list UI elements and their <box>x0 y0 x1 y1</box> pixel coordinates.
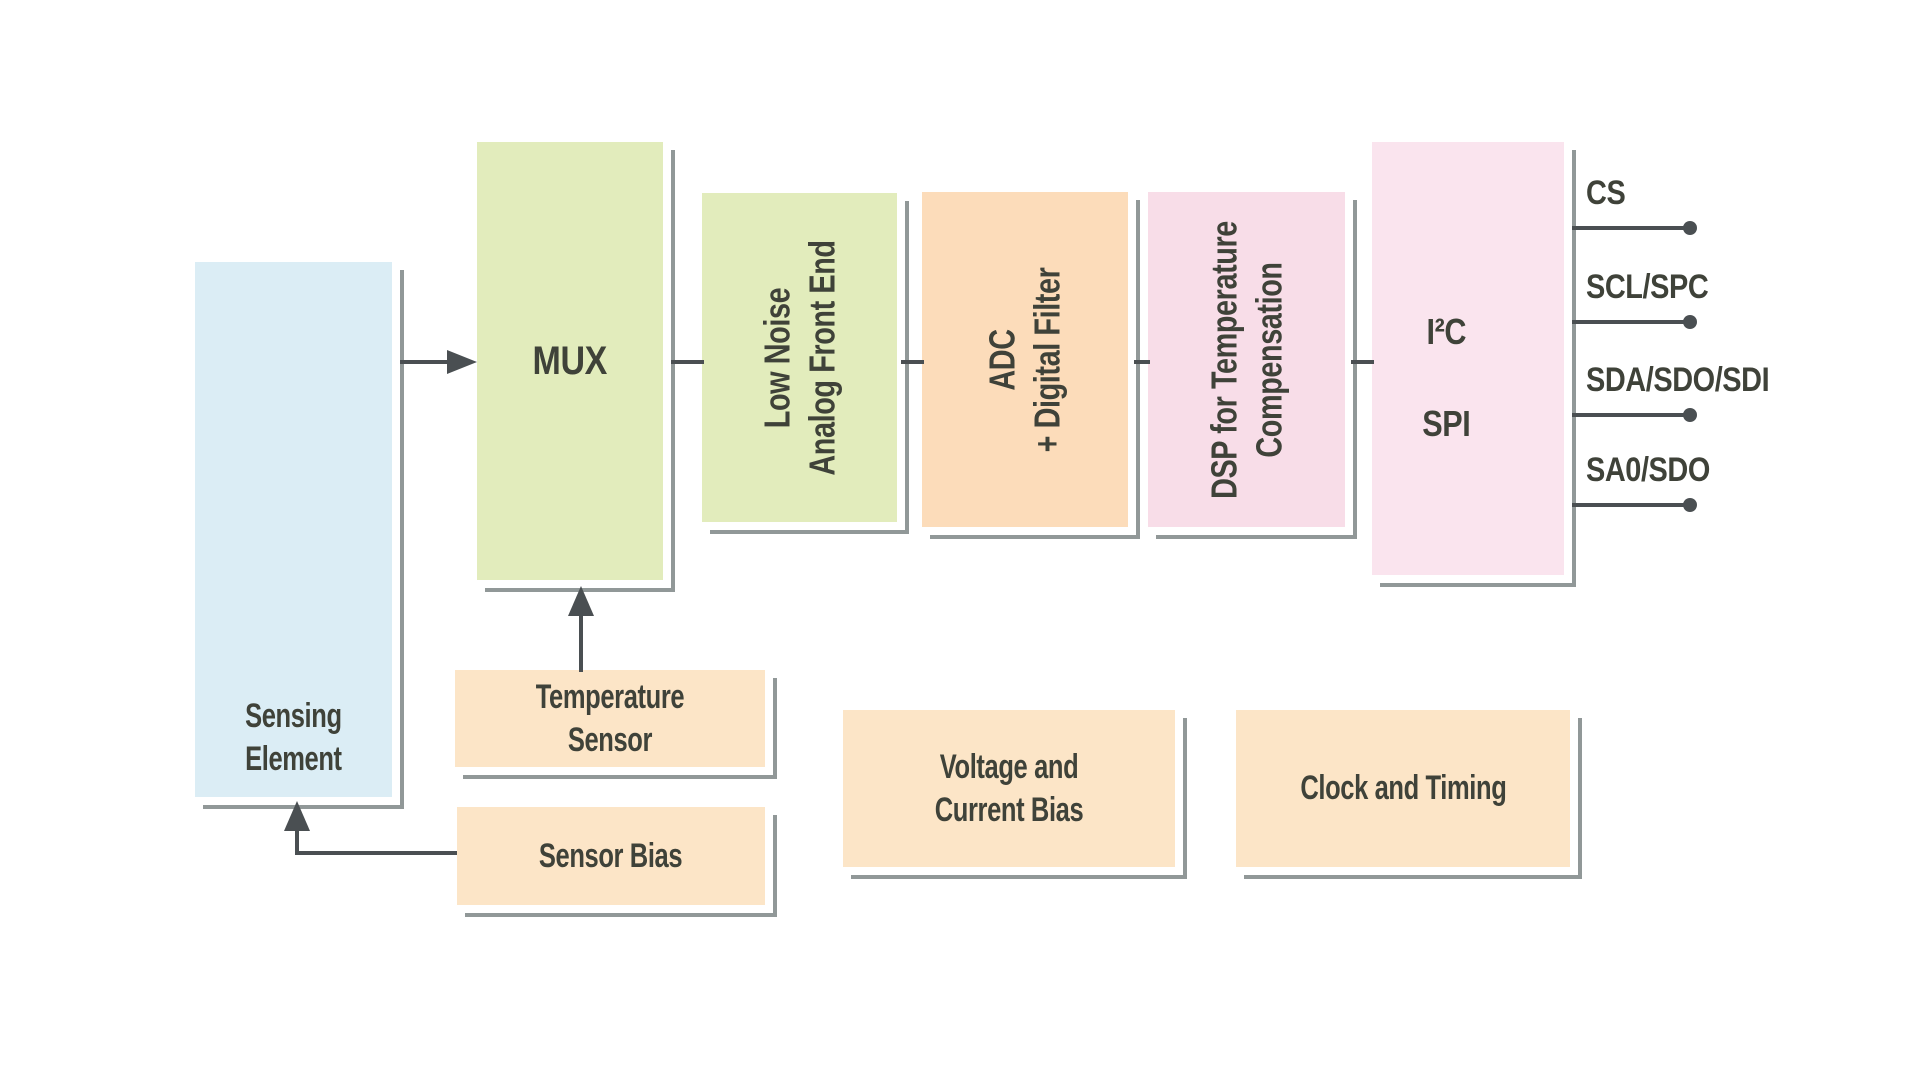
adc-digital-filter-label: ADC + Digital Filter <box>981 267 1068 452</box>
pin-dot-sda-sdo-sdi-icon <box>1683 408 1697 422</box>
temperature-sensor-label: Temperature Sensor <box>535 677 685 759</box>
sensor-bias-block: Sensor Bias <box>457 807 777 917</box>
serial-interface-block: I²C SPI <box>1372 142 1576 587</box>
connector-afe-to-adc <box>901 360 924 364</box>
connector-sensing-to-mux <box>400 360 449 364</box>
connector-dsp-to-interface <box>1351 360 1374 364</box>
mux-block: MUX <box>477 142 675 592</box>
connector-temp-sensor-to-mux <box>579 612 583 672</box>
pin-dot-sa0-sdo-icon <box>1683 498 1697 512</box>
clock-timing-block: Clock and Timing <box>1236 710 1582 879</box>
pin-dot-cs-icon <box>1683 221 1697 235</box>
voltage-current-bias-label: Voltage and Current Bias <box>934 747 1084 829</box>
connector-mux-to-afe <box>671 360 704 364</box>
arrowhead-into-mux-icon <box>447 350 477 374</box>
pin-line-cs <box>1572 226 1688 230</box>
pin-label-sda-sdo-sdi: SDA/SDO/SDI <box>1586 361 1770 399</box>
pin-dot-scl-spc-icon <box>1683 315 1697 329</box>
adc-digital-filter-block: ADC + Digital Filter <box>922 192 1140 539</box>
sensing-element-label: Sensing Element <box>245 697 342 779</box>
mux-label: MUX <box>532 338 608 383</box>
analog-front-end-label: Low Noise Analog Front End <box>756 239 843 476</box>
sensor-bias-label: Sensor Bias <box>539 836 683 875</box>
pin-label-scl-spc: SCL/SPC <box>1586 268 1709 306</box>
arrowhead-into-sensing-element-icon <box>284 801 310 831</box>
clock-timing-label: Clock and Timing <box>1299 769 1507 808</box>
arrowhead-into-mux-bottom-icon <box>568 586 594 616</box>
pin-label-sa0-sdo: SA0/SDO <box>1586 451 1710 489</box>
dsp-temperature-compensation-block: DSP for Temperature Compensation <box>1148 192 1357 539</box>
pin-line-scl-spc <box>1572 320 1688 324</box>
pin-label-cs: CS <box>1586 174 1626 212</box>
serial-interface-label: I²C SPI <box>1421 311 1471 444</box>
connector-adc-to-dsp <box>1134 360 1150 364</box>
dsp-temperature-compensation-label: DSP for Temperature Compensation <box>1203 220 1290 499</box>
analog-front-end-block: Low Noise Analog Front End <box>702 193 909 534</box>
pin-line-sda-sdo-sdi <box>1572 413 1688 417</box>
voltage-current-bias-block: Voltage and Current Bias <box>843 710 1187 879</box>
sensing-element-block: Sensing Element <box>195 262 404 809</box>
pin-line-sa0-sdo <box>1572 503 1688 507</box>
connector-sensor-bias-horizontal <box>295 851 457 855</box>
temperature-sensor-block: Temperature Sensor <box>455 670 777 779</box>
connector-sensor-bias-vertical <box>295 829 299 855</box>
